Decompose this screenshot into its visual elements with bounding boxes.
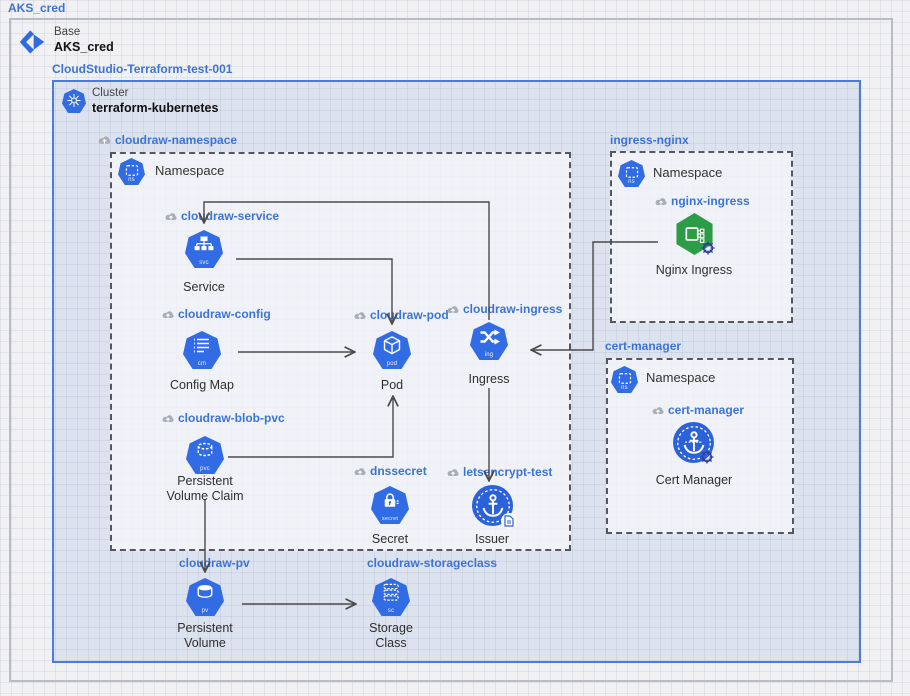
issuer-sublabel: letsencrypt-test: [446, 465, 552, 479]
ingress-sublabel: cloudraw-ingress: [446, 302, 562, 316]
namespace-caption: Namespace: [653, 165, 723, 180]
secret-icon: [384, 493, 399, 507]
namespace-icon: [625, 167, 638, 178]
cloud-upload-icon: [447, 305, 460, 313]
config-map-icon: [194, 338, 209, 353]
cert-manager-caption: Cert Manager: [655, 473, 733, 487]
cloudstudio-base-icon: [19, 30, 45, 54]
cloud-upload-icon: [162, 310, 175, 318]
edge-pvc-to-pod[interactable]: [228, 398, 393, 458]
pvc-icon: [197, 442, 213, 457]
pv-sublabel: cloudraw-pv: [179, 556, 250, 570]
cloud-upload-icon: [165, 212, 178, 220]
cluster-node-type: Cluster: [92, 87, 129, 99]
storage-class-node[interactable]: sc: [372, 578, 410, 616]
credential-group-label: AKS_cred: [8, 1, 66, 15]
ingress-nginx-box-label: ingress-nginx: [610, 133, 689, 147]
storage-class-icon: [383, 583, 399, 601]
pod-node[interactable]: pod: [373, 331, 411, 369]
pv-caption: Persistent Volume: [177, 621, 233, 650]
namespace-caption: Namespace: [646, 370, 716, 385]
document-icon: [504, 515, 514, 527]
cluster-node-icon[interactable]: [62, 89, 86, 113]
storage-class-sublabel: cloudraw-storageclass: [367, 556, 498, 570]
pv-node[interactable]: pv: [186, 578, 224, 616]
issuer-node[interactable]: [472, 485, 517, 529]
cluster-node-name: terraform-kubernetes: [92, 101, 219, 115]
storage-class-caption: Storage Class: [369, 621, 413, 650]
config-map-sublabel: cloudraw-config: [161, 307, 271, 321]
base-node-name: AKS_cred: [54, 40, 114, 54]
namespace-icon: [618, 373, 631, 384]
cert-manager-node[interactable]: [673, 422, 714, 463]
cloud-upload-icon: [354, 311, 367, 319]
cloud-upload-icon: [98, 135, 111, 145]
ingress-node[interactable]: ing: [470, 322, 508, 360]
kubernetes-wheel-icon: [67, 93, 81, 108]
pod-sublabel: cloudraw-pod: [353, 308, 449, 322]
cloud-upload-icon: [162, 414, 175, 422]
cert-manager-anchor-icon: [676, 425, 711, 460]
namespace-caption: Namespace: [155, 163, 225, 178]
credential-group-box[interactable]: [9, 18, 893, 682]
namespace-node-icon-certmanager[interactable]: ns: [611, 366, 638, 393]
edge-nginx-to-ingress[interactable]: [533, 241, 658, 350]
cert-manager-anchor-icon: [475, 488, 510, 523]
issuer-caption: Issuer: [474, 532, 510, 546]
ingress-icon: [480, 329, 500, 345]
issuer-doc-badge: [501, 513, 517, 529]
pvc-node[interactable]: pvc: [186, 436, 224, 474]
nginx-ingress-sublabel: nginx-ingress: [654, 194, 750, 208]
namespace-node-icon-nginx[interactable]: ns: [618, 160, 645, 187]
nginx-ingress-caption: Nginx Ingress: [655, 263, 733, 277]
ingress-caption: Ingress: [468, 372, 510, 386]
service-icon: [194, 236, 214, 251]
helm-icon: [700, 240, 716, 256]
edge-ingress-to-service[interactable]: [204, 201, 490, 320]
terraform-group-label: CloudStudio-Terraform-test-001: [52, 62, 233, 76]
config-map-caption: Config Map: [170, 378, 234, 392]
cert-manager-box-label: cert-manager: [605, 339, 682, 353]
cloud-upload-icon: [655, 197, 668, 205]
pvc-sublabel: cloudraw-blob-pvc: [161, 411, 285, 425]
secret-caption: Secret: [371, 532, 409, 546]
edge-service-to-pod[interactable]: [236, 258, 392, 322]
namespace-icon: [125, 165, 138, 176]
secret-node[interactable]: secret: [371, 486, 409, 524]
namespace-node-icon-cloudraw[interactable]: ns: [118, 158, 145, 185]
helm-icon: [699, 449, 715, 465]
cloud-upload-icon: [652, 406, 665, 414]
secret-sublabel: dnssecret: [353, 464, 427, 478]
pod-caption: Pod: [380, 378, 404, 392]
cert-manager-sublabel: cert-manager: [651, 403, 744, 417]
cloud-upload-icon: [354, 467, 367, 475]
service-node[interactable]: svc: [185, 230, 223, 268]
pv-icon: [197, 585, 213, 598]
base-credential-node[interactable]: [18, 29, 46, 55]
service-sublabel: cloudraw-service: [164, 209, 279, 223]
cloudraw-namespace-box-label: cloudraw-namespace: [97, 133, 237, 147]
nginx-chart-icon: [685, 227, 704, 243]
service-caption: Service: [183, 280, 225, 294]
pod-icon: [383, 336, 401, 355]
pvc-caption: Persistent Volume Claim: [166, 474, 244, 503]
cloud-upload-icon: [447, 468, 460, 476]
config-map-node[interactable]: cm: [183, 331, 221, 369]
base-node-type: Base: [54, 26, 81, 38]
